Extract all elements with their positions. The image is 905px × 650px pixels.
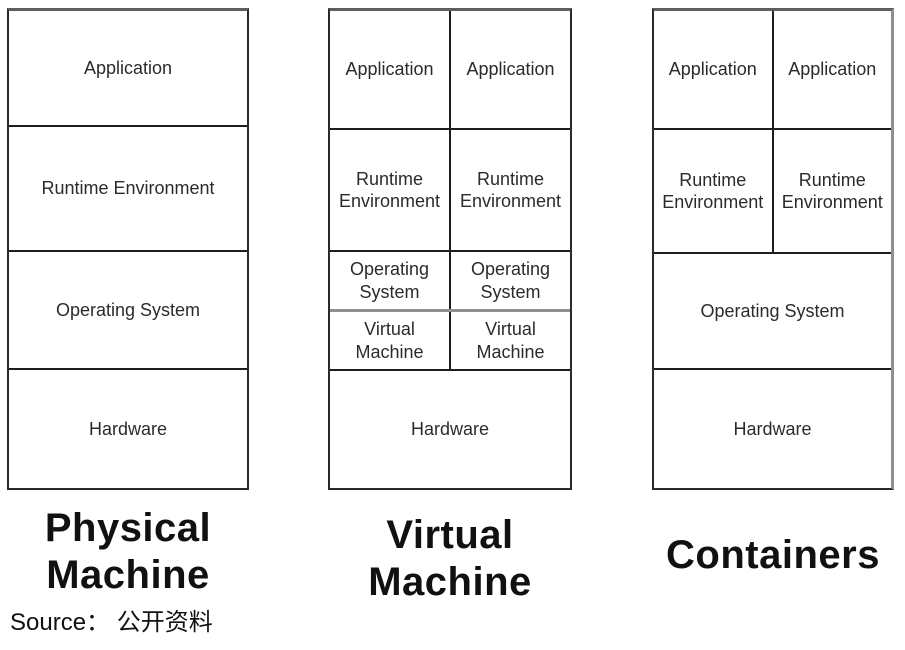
cell-containers-application-left: Application [668,59,757,80]
cell-physical-hardware: Hardware [88,418,168,439]
layer-row: Application [9,11,247,125]
layer-row: Runtime Environment Runtime Environment [654,128,891,252]
diagram-virtual-machine: Application Application Runtime Environm… [328,8,572,490]
cell-virtual-runtime-environment-right: Runtime Environment [449,130,570,250]
layer-row: Application Application [330,11,570,128]
cell-physical-operating-system: Operating System [55,299,201,320]
cell-virtual-virtual-machine-right: Virtual Machine [449,312,570,369]
layer-row: Virtual Machine Virtual Machine [330,309,570,369]
diagram-containers: Application Application Runtime Environm… [652,8,894,490]
diagram-physical-machine: Application Runtime Environment Operatin… [7,8,249,490]
layer-row: Operating System [9,250,247,368]
cell-containers-application-right: Application [771,11,892,128]
layer-row: Hardware [654,368,891,488]
layer-row: Hardware [9,368,247,488]
cell-containers-runtime-environment-right: Runtime Environment [771,130,892,252]
cell-physical-application: Application [83,57,173,78]
cell-virtual-application-right: Application [449,11,570,128]
label-physical-machine: Physical Machine [44,506,212,597]
label-containers: Containers [666,533,880,577]
cell-virtual-runtime-environment-left: Runtime Environment [338,168,441,212]
layer-row: Operating System Operating System [330,250,570,309]
cell-containers-runtime-environment-left: Runtime Environment [662,169,764,213]
cell-virtual-hardware: Hardware [410,419,490,440]
cell-virtual-operating-system-right: Operating System [449,252,570,309]
cell-virtual-virtual-machine-left: Virtual Machine [355,319,424,362]
layer-row: Runtime Environment [9,125,247,250]
layer-row: Application Application [654,11,891,128]
cell-physical-runtime-environment: Runtime Environment [41,178,215,199]
layer-row: Runtime Environment Runtime Environment [330,128,570,250]
source-caption: Source： 公开资料 [10,609,213,636]
label-virtual-machine: Virtual Machine [368,513,532,604]
cell-virtual-application-left: Application [345,59,434,80]
layer-row: Operating System [654,252,891,368]
cell-containers-hardware: Hardware [733,418,812,439]
layer-row: Hardware [330,369,570,488]
cell-containers-operating-system: Operating System [700,300,845,321]
cell-virtual-operating-system-left: Operating System [349,259,430,302]
